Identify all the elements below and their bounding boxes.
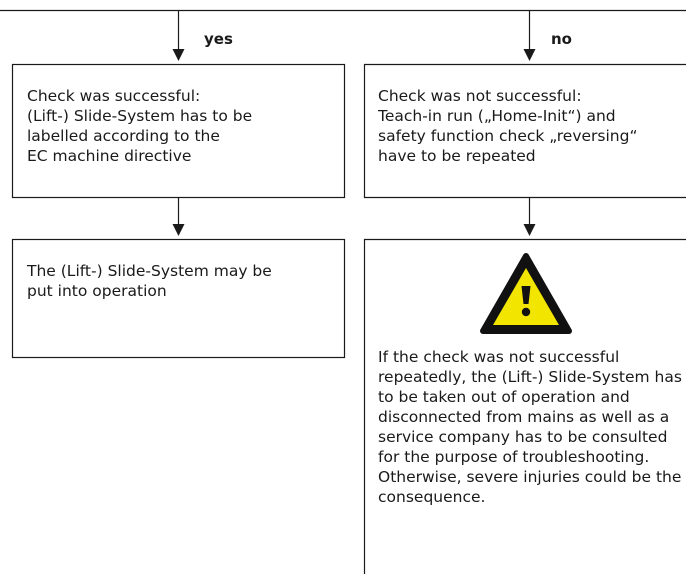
no-branch-label: no (551, 30, 572, 48)
failure-to-warning-arrow (523, 198, 536, 236)
failure-box (363, 63, 686, 199)
yes-arrow (172, 10, 185, 61)
success-box-text: Check was successful: (Lift-) Slide-Syst… (27, 87, 253, 165)
operation-box-text: The (Lift-) Slide-System may be put into… (27, 262, 272, 300)
yes-branch-label: yes (204, 30, 233, 48)
warning-triangle-icon (480, 253, 572, 334)
warning-box-text: If the check was not successful repeated… (378, 348, 682, 506)
failure-box-text: Check was not successful: Teach-in run (… (378, 87, 638, 165)
no-arrow (523, 10, 536, 61)
success-box (11, 63, 346, 199)
warning-box (363, 238, 686, 574)
success-to-operation-arrow (172, 198, 185, 236)
operation-box (11, 238, 346, 359)
